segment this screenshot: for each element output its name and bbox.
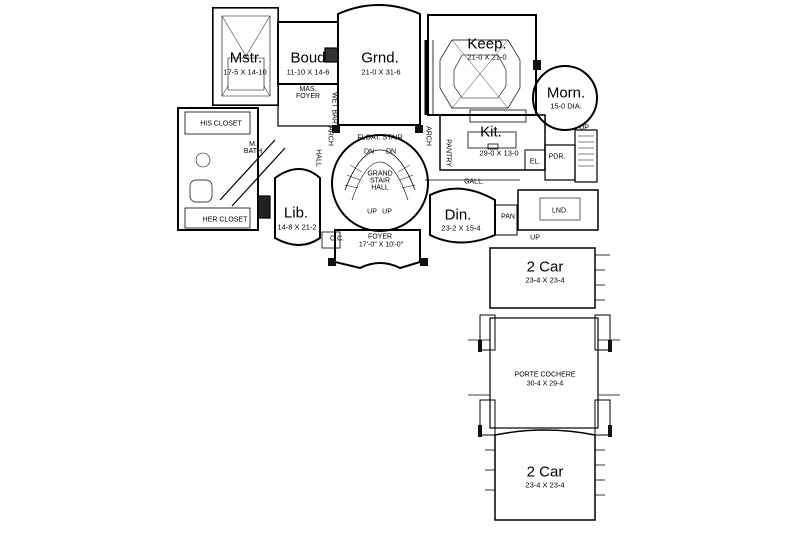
- car2-label: 2 Car: [526, 463, 564, 481]
- boud-dim: 11-10 X 14-6: [286, 67, 330, 77]
- car2-outline: [494, 429, 596, 521]
- car2-dim: 23-4 X 23-4: [525, 480, 565, 490]
- cc-label: C.C.: [330, 235, 344, 243]
- foyer-dim: 17'-0" X 10'-0": [358, 241, 404, 249]
- lib-label: Lib.: [283, 204, 309, 222]
- morn-room-outline: [532, 65, 598, 131]
- pantry-label: PANTRY: [444, 139, 452, 167]
- porte-dim: 30-4 X 29-4: [526, 380, 564, 388]
- up-east-label: UP: [579, 124, 589, 132]
- mstr-dim: 17-5 X 14-10: [223, 67, 267, 77]
- his-closet-label: HIS CLOSET: [200, 120, 242, 128]
- el-label: EL.: [529, 158, 541, 166]
- porte-outline: [489, 317, 599, 429]
- foyer-label: FOYER: [367, 233, 393, 241]
- float-stair-label: FLOAT. STAIR: [357, 134, 403, 142]
- up-left-label: UP: [367, 208, 377, 216]
- wet-bar-label: WET BAR: [330, 92, 338, 124]
- pan-label: PAN: [501, 213, 515, 221]
- arch-left-label: ARCH: [326, 126, 334, 146]
- grand-stair-label: GRAND STAIR HALL: [367, 170, 393, 192]
- mstr-label: Mstr.: [229, 49, 263, 67]
- her-closet-label: HER CLOSET: [202, 216, 248, 224]
- m-bath-label: M. BATH: [243, 141, 263, 155]
- kit-label: Kit.: [480, 123, 502, 141]
- lib-dim: 14-8 X 21-2: [277, 222, 317, 232]
- lib-room-outline: [274, 168, 321, 246]
- mas-foyer-label: MAS. FOYER: [295, 86, 321, 100]
- keep-label: Keep.: [467, 35, 507, 53]
- lnd-label: LND.: [552, 207, 568, 215]
- grnd-room-outline: [337, 4, 421, 126]
- car1-dim: 23-4 X 23-4: [525, 275, 565, 285]
- morn-label: Morn.: [546, 84, 586, 102]
- foyer-room-outline: [334, 229, 421, 270]
- up-right-label: UP: [382, 208, 392, 216]
- porte-label: PORTE COCHERE: [514, 371, 576, 379]
- morn-dim: 15-0 DIA.: [550, 101, 582, 111]
- grnd-label: Grnd.: [361, 49, 399, 67]
- arch-right-label: ARCH: [424, 126, 432, 146]
- din-label: Din.: [444, 206, 472, 224]
- car1-label: 2 Car: [526, 258, 564, 276]
- up-garage-label: UP: [530, 234, 540, 242]
- pdr-label: PDR.: [548, 153, 566, 161]
- kit-dim: 29-0 X 13-0: [479, 148, 519, 158]
- boud-label: Boud: [290, 49, 326, 67]
- library-hall-label: HALL: [314, 149, 322, 167]
- grnd-dim: 21-0 X 31-6: [361, 67, 401, 77]
- dn-right-label: DN: [385, 148, 397, 156]
- dn-left-label: DN: [363, 148, 375, 156]
- car1-outline: [489, 247, 596, 309]
- gall-label: GALL.: [464, 178, 484, 186]
- din-dim: 23-2 X 15-4: [441, 223, 481, 233]
- keep-dim: 21-0 X 21-0: [467, 52, 507, 62]
